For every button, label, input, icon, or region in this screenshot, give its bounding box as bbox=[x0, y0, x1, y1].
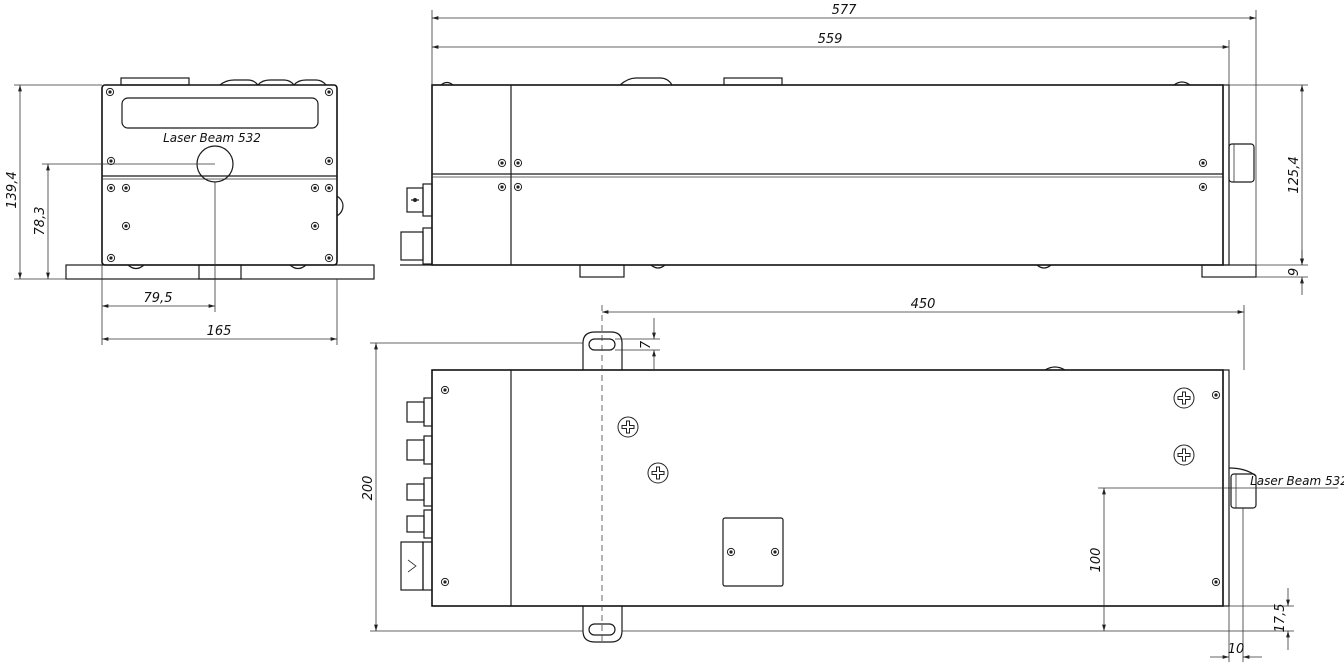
dim-front-beam-offset: 79,5 bbox=[144, 291, 173, 306]
dim-body-length: 559 bbox=[818, 32, 843, 47]
dim-mount-spacing: 450 bbox=[911, 297, 936, 312]
front-top-connector bbox=[120, 77, 190, 86]
top-mount-ear-upper bbox=[582, 331, 623, 370]
dim-top-end-offset: 10 bbox=[1228, 642, 1245, 657]
dim-side-height: 125,4 bbox=[1287, 156, 1302, 193]
dim-slot-width: 7 bbox=[639, 340, 654, 349]
front-base-plate bbox=[65, 264, 375, 280]
dim-front-width: 165 bbox=[207, 324, 232, 339]
dim-top-beam-offset: 100 bbox=[1089, 548, 1104, 573]
front-window bbox=[121, 97, 319, 129]
side-view: 577 559 125,4 9 bbox=[400, 3, 1308, 295]
front-laser-beam-label: Laser Beam 532 bbox=[163, 131, 261, 145]
top-output-connector bbox=[1230, 473, 1257, 509]
front-base-foot bbox=[198, 264, 242, 280]
side-body bbox=[431, 84, 1224, 266]
front-view: Laser Beam 532 139,4 78,3 79,5 165 bbox=[5, 77, 375, 345]
dim-overall-length: 577 bbox=[832, 3, 858, 18]
top-mount-ear-lower bbox=[582, 606, 623, 643]
dim-top-base-offset: 17,5 bbox=[1273, 604, 1288, 633]
top-cover-plate bbox=[722, 517, 784, 587]
front-body bbox=[101, 84, 338, 266]
dim-base-thickness: 9 bbox=[1287, 268, 1302, 276]
dim-front-beam-height: 78,3 bbox=[33, 207, 48, 236]
dim-top-width: 200 bbox=[361, 476, 376, 501]
dim-front-height: 139,4 bbox=[5, 171, 20, 208]
top-laser-beam-label: Laser Beam 532 bbox=[1250, 474, 1344, 488]
top-view: Laser Beam 532 450 7 200 100 17,5 10 bbox=[361, 297, 1344, 662]
side-output-connector bbox=[1228, 143, 1255, 183]
